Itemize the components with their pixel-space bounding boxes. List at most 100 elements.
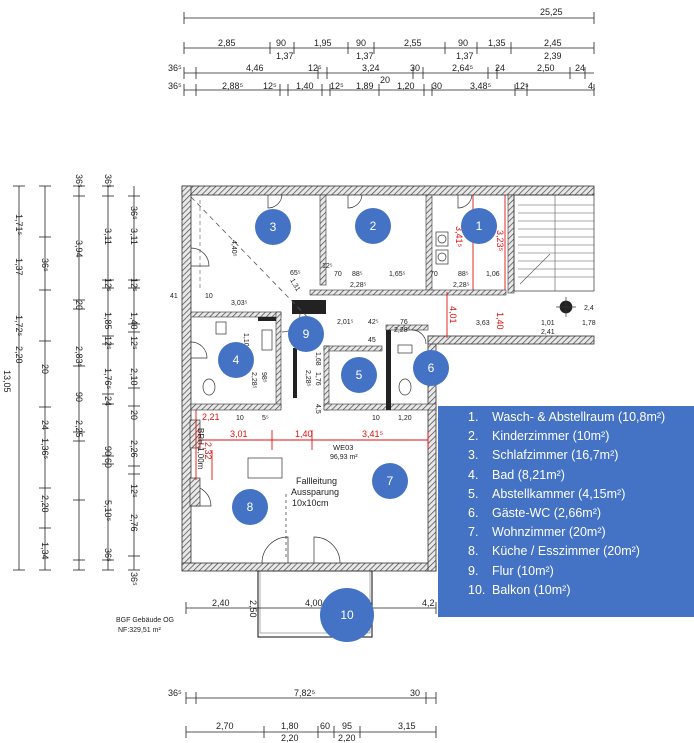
dim-text: 65⁵ bbox=[290, 270, 301, 277]
dim-text: 90 bbox=[356, 38, 366, 48]
dim-text: 12⁵ bbox=[308, 63, 322, 73]
dim-text: 12⁵ bbox=[103, 278, 113, 292]
legend-number: 4. bbox=[468, 467, 479, 482]
shaft-label-1: Fallleitung bbox=[296, 476, 337, 486]
left-dimension-texts: 1,71⁵ 1,37 1,72⁵ 2,20 13,05 36⁵ 20 24 1,… bbox=[2, 174, 139, 586]
dim-text: 36⁵ bbox=[168, 63, 182, 73]
room-marker-7[interactable]: 7 bbox=[372, 463, 408, 499]
room-marker-4[interactable]: 4 bbox=[218, 342, 254, 378]
dim-text: 1,76⁵ bbox=[103, 368, 113, 390]
legend-number: 9. bbox=[468, 563, 479, 578]
legend-item: 5.Abstellkammer (4,15m²) bbox=[468, 485, 694, 504]
dim-text: 36⁵ bbox=[168, 688, 182, 698]
dim-text: 20 bbox=[74, 300, 84, 310]
legend-item: 2.Kinderzimmer (10m²) bbox=[468, 427, 694, 446]
dim-text: 2,20 bbox=[14, 346, 24, 364]
dim-text: 12⁵ bbox=[129, 336, 139, 350]
dim-text: 3,03⁵ bbox=[231, 300, 248, 307]
dim-text: 1,20 bbox=[397, 81, 415, 91]
dim-text: 2,50 bbox=[248, 600, 258, 618]
dim-text: 1,85 bbox=[103, 312, 113, 330]
dim-text: 30 bbox=[410, 63, 420, 73]
dim-text: 2,20 bbox=[281, 733, 299, 743]
dim-text: 42⁵ bbox=[368, 319, 379, 326]
dim-text: 1,68 bbox=[314, 352, 321, 366]
room-marker-9[interactable]: 9 bbox=[288, 316, 324, 352]
dim-text: 1,76 bbox=[314, 372, 321, 386]
dim-text: 2,88⁵ bbox=[222, 81, 244, 91]
room-marker-8[interactable]: 8 bbox=[232, 489, 268, 525]
dim-text: 1,06 bbox=[486, 271, 500, 278]
marker-number: 8 bbox=[247, 500, 254, 514]
dim-text: 12⁵ bbox=[129, 484, 139, 498]
dim-text: 10 bbox=[205, 293, 213, 300]
marker-number: 7 bbox=[387, 474, 394, 488]
dim-text: 2,20 bbox=[40, 495, 50, 513]
dim-text: 45 bbox=[368, 337, 376, 344]
dim-text: 3,94 bbox=[74, 240, 84, 258]
marker-number: 1 bbox=[476, 219, 483, 233]
dim-text: 1,36⁵ bbox=[40, 438, 50, 460]
room-marker-3[interactable]: 3 bbox=[255, 209, 291, 245]
legend-text: Flur (10m²) bbox=[492, 563, 554, 578]
dim-text: 76 bbox=[400, 319, 408, 326]
legend-item: 9. Flur (10m²) bbox=[468, 562, 694, 581]
dim-text: 2,10 bbox=[129, 368, 139, 386]
dim-text: 3,11 bbox=[103, 228, 113, 245]
dim-text: 2,21 bbox=[202, 412, 220, 422]
room-marker-5[interactable]: 5 bbox=[341, 357, 377, 393]
dim-text: 2,85 bbox=[218, 38, 236, 48]
dim-text: 2,41 bbox=[541, 329, 555, 336]
dim-text: 3,41⁵ bbox=[454, 226, 464, 248]
dim-text: 2,45 bbox=[544, 38, 562, 48]
room-marker-1[interactable]: 1 bbox=[461, 208, 497, 244]
legend-text: Abstellkammer (4,15m²) bbox=[492, 486, 626, 501]
room-marker-2[interactable]: 2 bbox=[355, 208, 391, 244]
dim-text: 10 bbox=[372, 415, 380, 422]
dim-text: 3,23⁵ bbox=[495, 230, 505, 252]
dim-text: 1,72⁵ bbox=[14, 315, 24, 337]
dim-text: 1,35 bbox=[488, 38, 506, 48]
dim-text: 2,83⁵ bbox=[74, 346, 84, 368]
dim-text: 12⁵ bbox=[263, 81, 277, 91]
dim-text: 90 bbox=[458, 38, 468, 48]
legend-number: 3. bbox=[468, 448, 479, 463]
dim-text: 12⁵ bbox=[322, 263, 333, 270]
dim-text: 2,26 bbox=[129, 440, 139, 458]
room-marker-6[interactable]: 6 bbox=[413, 350, 449, 386]
legend-item: 6.Gäste-WC (2,66m²) bbox=[468, 504, 694, 523]
dim-text: 2,25 bbox=[74, 420, 84, 438]
legend-text: Schlafzimmer (16,7m²) bbox=[492, 448, 619, 463]
marker-number: 4 bbox=[233, 353, 240, 367]
dim-text: 41 bbox=[170, 293, 178, 300]
room-marker-10[interactable]: 10 bbox=[320, 588, 374, 642]
legend-number: 7. bbox=[468, 525, 479, 540]
dim-text: 36⁵ bbox=[74, 174, 84, 188]
unit-name: WE03 bbox=[333, 443, 353, 452]
legend-item: 8.Küche / Esszimmer (20m²) bbox=[468, 542, 694, 561]
dim-text: 2,20 bbox=[338, 733, 356, 743]
red-dimension-lines bbox=[195, 195, 506, 480]
room-labels: WE03 96,93 m² Fallleitung Aussparung 10x… bbox=[116, 428, 358, 634]
shaft-label-3: 10x10cm bbox=[292, 498, 329, 508]
dim-text: 10 bbox=[236, 415, 244, 422]
top-dimension-lines bbox=[183, 12, 595, 96]
dim-text: 13,05 bbox=[2, 370, 12, 393]
marker-number: 3 bbox=[270, 220, 277, 234]
dim-text: 1,40 bbox=[495, 312, 505, 330]
brh-label: BRH 1,00m bbox=[196, 428, 205, 470]
dim-text: 20 bbox=[40, 364, 50, 374]
legend-number: 1. bbox=[468, 410, 479, 424]
dim-text: 12⁵ bbox=[515, 81, 529, 91]
shaft-label-2: Aussparung bbox=[291, 487, 339, 497]
dim-text: 1,95 bbox=[314, 38, 332, 48]
dim-text: 24 bbox=[40, 420, 50, 430]
marker-number: 10 bbox=[340, 608, 354, 622]
dim-text: 2,28⁵ bbox=[394, 327, 411, 334]
dim-text: 36⁵ bbox=[168, 81, 182, 91]
dim-text: 12⁵ bbox=[330, 81, 344, 91]
legend-number: 2. bbox=[468, 429, 479, 444]
unit-area: 96,93 m² bbox=[330, 454, 358, 461]
dim-text: 1,31 bbox=[288, 278, 301, 293]
